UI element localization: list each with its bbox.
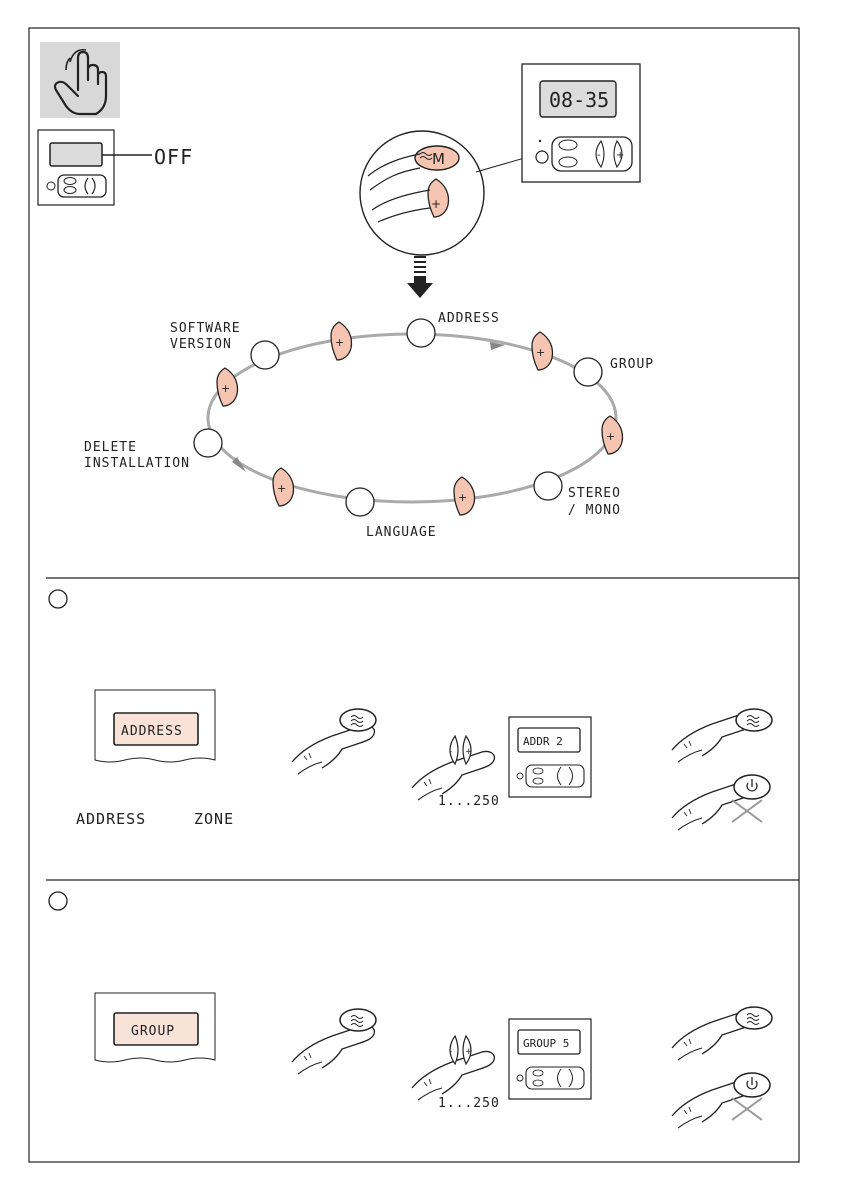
- clock-display: 08-35: [549, 88, 609, 112]
- section2-panel: GROUP: [95, 993, 215, 1062]
- remote-off-illustration: [38, 130, 152, 205]
- label-version: VERSION: [170, 337, 232, 352]
- label-language: LANGUAGE: [366, 525, 437, 540]
- m-key-label: M: [432, 150, 445, 168]
- svg-text:+: +: [335, 336, 344, 349]
- label-group: GROUP: [610, 357, 654, 372]
- node-address: [407, 319, 435, 347]
- node-delete-installation: [194, 429, 222, 457]
- svg-text:+: +: [277, 482, 286, 495]
- cross-icon: [732, 1098, 762, 1120]
- section2-bullet: [49, 892, 67, 910]
- section2-range: 1...250: [438, 1096, 500, 1111]
- minus-key-label: -: [597, 150, 601, 161]
- node-group: [574, 358, 602, 386]
- svg-text:+: +: [221, 382, 230, 395]
- finger-press-icon: [292, 709, 376, 774]
- off-label: OFF: [154, 145, 193, 169]
- svg-text:+: +: [458, 491, 467, 504]
- finger-press-icon: [672, 1007, 772, 1060]
- down-arrow-icon: [407, 257, 433, 298]
- plus-leaf-2: +: [532, 332, 553, 370]
- node-stereo-mono: [534, 472, 562, 500]
- plus-leaf-5: +: [273, 468, 294, 506]
- cross-icon: [732, 800, 762, 822]
- label-mono: / MONO: [568, 503, 621, 518]
- section2-plusminus-press: - +: [412, 1036, 494, 1100]
- plus-key-label-unit: +: [616, 150, 624, 161]
- section2-lcd: GROUP 5: [523, 1037, 569, 1050]
- power-icon: [734, 775, 770, 799]
- plus-leaf-4: +: [454, 477, 475, 515]
- section1-caption-address: ADDRESS: [76, 810, 146, 828]
- label-delete: DELETE: [84, 440, 137, 455]
- section1-caption-zone: ZONE: [194, 810, 234, 828]
- section2-unit: GROUP 5: [509, 1019, 591, 1099]
- svg-text:-: -: [449, 747, 452, 757]
- node-language: [346, 488, 374, 516]
- svg-text:+: +: [465, 747, 473, 757]
- clock-unit-illustration: 08-35 - +: [522, 64, 640, 182]
- section1-panel-label: ADDRESS: [121, 724, 183, 739]
- section2-panel-label: GROUP: [131, 1024, 175, 1039]
- label-stereo: STEREO: [568, 486, 621, 501]
- section1-range: 1...250: [438, 794, 500, 809]
- section1-panel: ADDRESS: [95, 690, 215, 762]
- svg-text:+: +: [536, 346, 545, 359]
- svg-text:+: +: [606, 430, 615, 443]
- plus-leaf-6: +: [217, 368, 238, 406]
- power-icon: [734, 1073, 770, 1097]
- node-software-version: [251, 341, 279, 369]
- label-installation: INSTALLATION: [84, 456, 190, 471]
- svg-text:-: -: [449, 1047, 452, 1057]
- plus-leaf-1: +: [331, 322, 352, 360]
- section1-bullet: [49, 590, 67, 608]
- svg-text:+: +: [465, 1047, 473, 1057]
- hand-touch-icon: [40, 42, 120, 118]
- plus-key-label: +: [431, 197, 441, 211]
- section1-unit: ADDR 2: [509, 717, 591, 797]
- section1-plusminus-press: - +: [412, 736, 494, 800]
- label-software: SOFTWARE: [170, 321, 241, 336]
- section1-lcd: ADDR 2: [523, 735, 563, 748]
- label-address: ADDRESS: [438, 311, 500, 326]
- finger-press-icon: [292, 1009, 376, 1074]
- finger-press-icon: [672, 709, 772, 762]
- plus-leaf-3: +: [602, 416, 623, 454]
